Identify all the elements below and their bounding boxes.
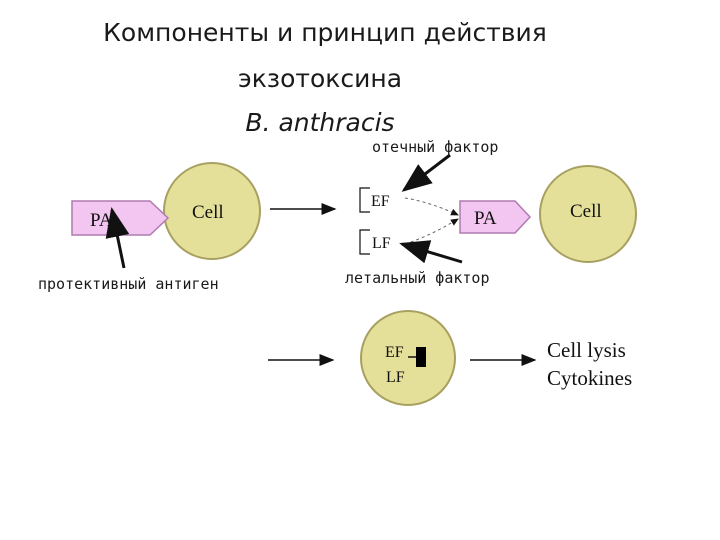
stage-2: EF LF PA Cell	[359, 153, 637, 264]
cell-2	[539, 165, 637, 263]
ef-label: EF	[371, 193, 390, 210]
pa-1	[71, 200, 170, 236]
pa-pointer-arrow	[105, 207, 130, 269]
pa-2-label: PA	[474, 208, 497, 229]
cell-3	[360, 310, 456, 406]
membrane-channel	[416, 347, 426, 367]
lf-label: LF	[372, 235, 391, 252]
ef-bracket	[359, 187, 370, 213]
lf-to-pa-dashed-arrow	[404, 218, 459, 245]
lf-internal-label: LF	[386, 369, 405, 386]
ef-internal-label: EF	[385, 344, 404, 361]
ef-to-pa-dashed-arrow	[404, 197, 459, 216]
stage-1: PA Cell	[71, 162, 261, 269]
stage-3: EF LF	[360, 310, 456, 406]
page-title-line-3: B. anthracis	[245, 108, 395, 137]
page-title-line-2: экзотоксина	[237, 64, 403, 93]
cell-1	[163, 162, 261, 260]
lf-bracket	[359, 229, 370, 255]
cell-2-label: Cell	[570, 201, 602, 222]
pa-2	[459, 200, 532, 234]
lethal-factor-pointer-arrow	[399, 240, 463, 264]
lethal-factor-label: летальный фактор	[345, 269, 490, 287]
edema-factor-label: отечный фактор	[372, 138, 499, 156]
page-title-line-1: Компоненты и принцип действия	[103, 18, 547, 47]
cell-1-label: Cell	[192, 202, 224, 223]
edema-factor-pointer-arrow	[401, 153, 451, 192]
result-cell-lysis: Cell lysis	[547, 338, 626, 362]
protective-antigen-label: протективный антиген	[38, 275, 219, 293]
result-cytokines: Cytokines	[547, 366, 632, 390]
pa-1-label: PA	[90, 210, 113, 231]
